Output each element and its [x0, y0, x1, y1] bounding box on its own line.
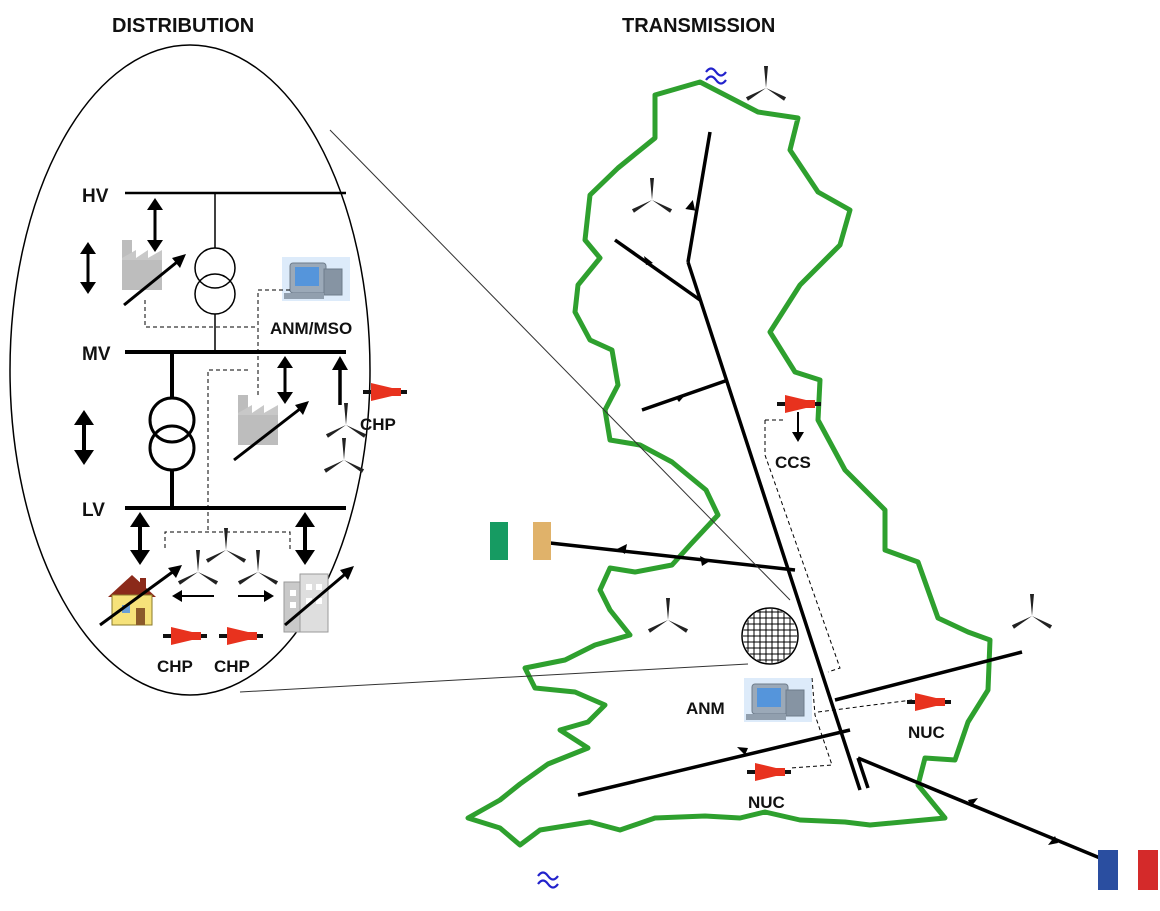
wind-turbine-icon	[1011, 594, 1053, 629]
transformer-icon	[194, 193, 236, 352]
anm-mso-label: ANM/MSO	[270, 319, 352, 338]
chp-lv-label-1: CHP	[157, 657, 193, 676]
computer-icon	[281, 256, 351, 302]
transmission-line-northwest	[613, 238, 702, 302]
bus-mv-label: MV	[82, 344, 111, 365]
flag-ireland-icon	[490, 522, 551, 560]
chp-mv-label: CHP	[360, 415, 396, 434]
bus-hv-label: HV	[82, 186, 109, 207]
gb-coastline	[465, 79, 993, 848]
chp-lv-label-2: CHP	[214, 657, 250, 676]
wave-icon	[536, 871, 560, 889]
transmission-line-east	[834, 650, 1023, 702]
heading-distribution: DISTRIBUTION	[112, 15, 254, 37]
nuc-east-label: NUC	[908, 723, 945, 742]
transformer-icon	[148, 352, 196, 508]
ccs-label: CCS	[775, 453, 811, 472]
office-building-icon	[283, 573, 329, 633]
heading-transmission: TRANSMISSION	[622, 15, 775, 37]
bus-lv-label: LV	[82, 500, 105, 521]
computer-icon	[743, 677, 813, 723]
distribution-zoom-ellipse	[9, 44, 371, 696]
transmission-backbone	[686, 261, 862, 791]
transmission-line-south	[577, 728, 851, 797]
wind-turbine-icon	[647, 598, 689, 633]
wind-turbine-icon	[745, 66, 787, 101]
flag-france-icon	[1098, 850, 1158, 890]
zoom-line-upper	[329, 129, 791, 601]
interconnector-ireland	[549, 541, 796, 572]
anm-label: ANM	[686, 699, 725, 718]
generator-icon	[777, 395, 821, 413]
transmission-line-north	[686, 131, 712, 263]
generator-icon	[747, 763, 791, 781]
wind-turbine-icon	[631, 178, 673, 213]
generator-icon	[907, 693, 951, 711]
wave-icon	[704, 67, 728, 85]
zoom-line-lower	[239, 663, 749, 693]
interconnector-france	[857, 756, 1101, 860]
nuc-south-label: NUC	[748, 793, 785, 812]
